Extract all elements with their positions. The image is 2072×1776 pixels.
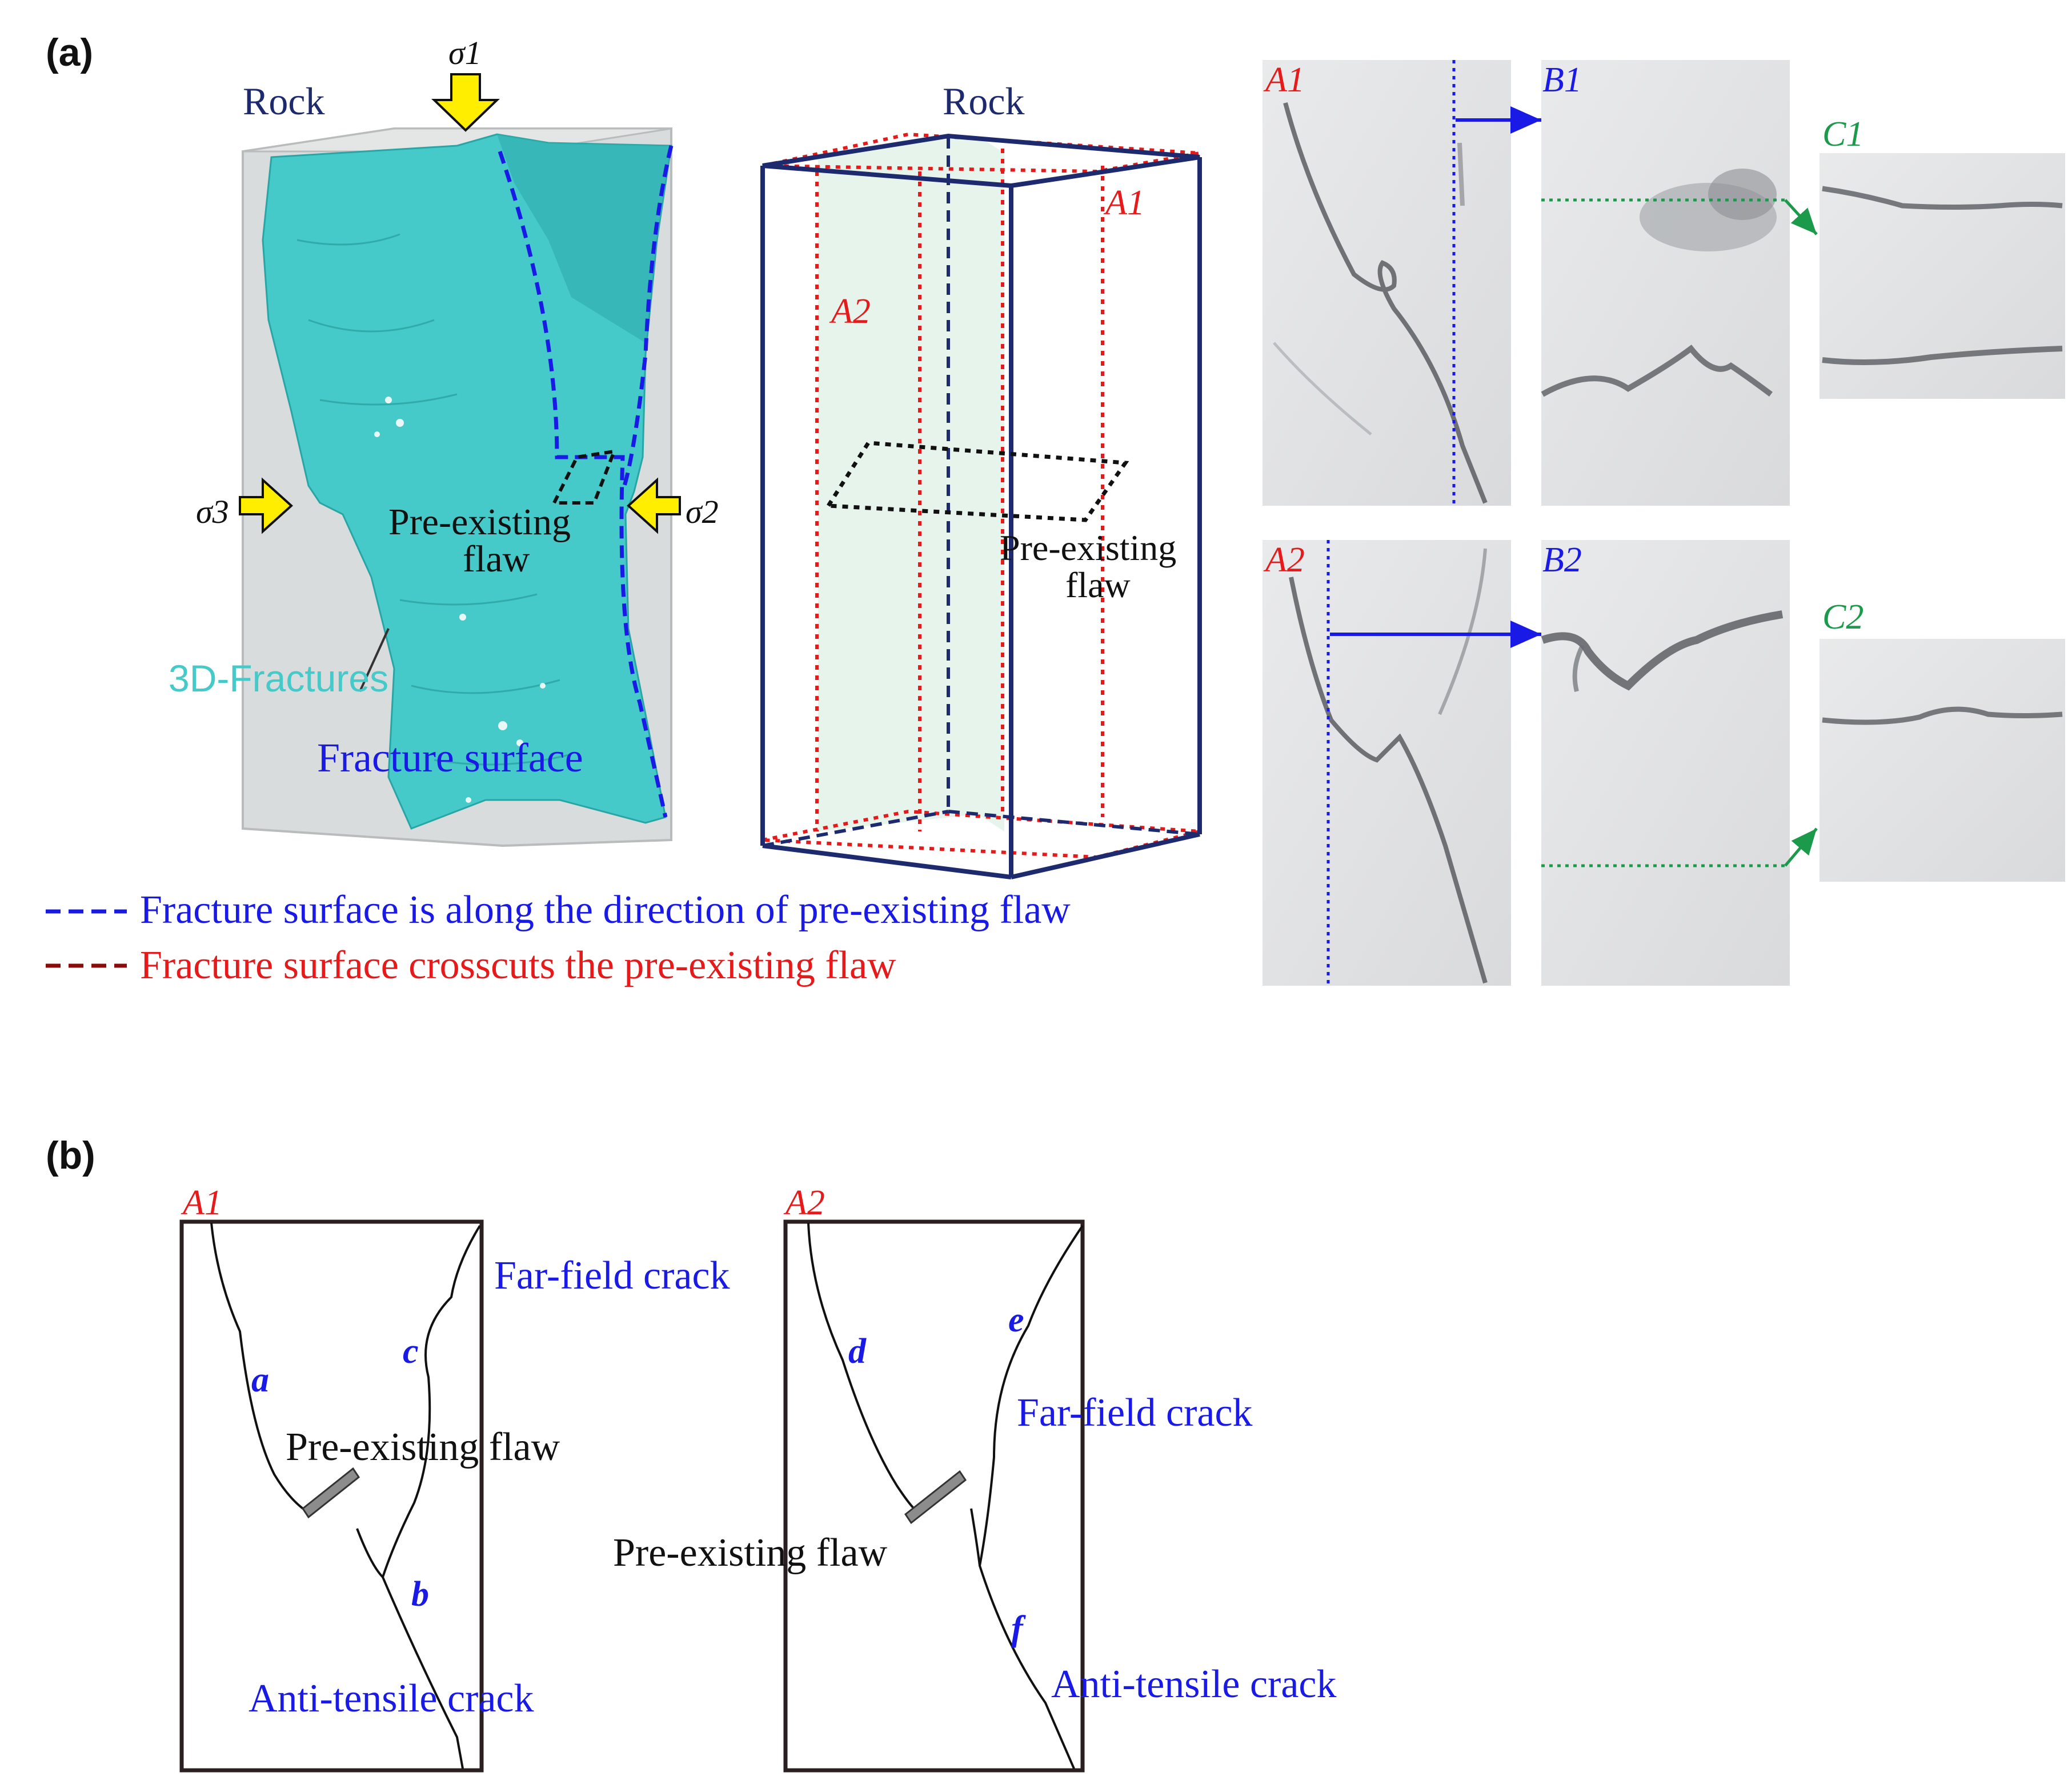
fracture-surface-label: Fracture surface [317, 735, 583, 781]
scan-image-b1 [1541, 60, 1790, 506]
crack-f [970, 1508, 1075, 1769]
crack-d [807, 1222, 915, 1510]
box-flaw-label-line1: Pre-existing [1000, 527, 1176, 568]
crack-d-label: d [848, 1332, 867, 1371]
fractures-3d-label: 3D-Fractures [169, 657, 388, 699]
rock-label-left: Rock [243, 79, 325, 123]
crack-a-label: a [251, 1361, 269, 1399]
box-label-a1: A1 [1103, 183, 1145, 222]
ct-scan-c2: C2 [1819, 598, 2065, 882]
scan-image-a2 [1263, 540, 1511, 986]
fracture-rear-band [497, 134, 671, 343]
legend-blue-text: Fracture surface is along the direction … [140, 888, 1071, 932]
crack-f-label: f [1011, 1609, 1026, 1648]
arrow-b1-to-c1 [1784, 199, 1818, 235]
rock-wireframe-box: Rock A1 A2 Pre-existing flaw [760, 79, 1202, 879]
sigma1-label: σ1 [448, 34, 482, 71]
box-edges [760, 133, 1202, 879]
crack-c [382, 1225, 481, 1578]
rock-label-right: Rock [943, 79, 1025, 123]
schematic-a2-anti-tensile: Anti-tensile crack [1051, 1662, 1337, 1706]
sigma3-arrow [239, 477, 293, 534]
crack-c-label: c [403, 1332, 419, 1371]
crack-e [979, 1225, 1084, 1566]
red-section-planes [762, 132, 1200, 859]
schematic-a1-frame [179, 1219, 484, 1773]
box-label-a2: A2 [829, 292, 871, 331]
sigma1-arrow [431, 73, 500, 132]
crack-b-label: b [411, 1575, 429, 1614]
scan-label-a2: A2 [1263, 541, 1305, 579]
scan-label-b2: B2 [1542, 541, 1582, 579]
flaw-marker-a2 [904, 1470, 967, 1525]
ct-scan-c1: C1 [1819, 115, 2065, 399]
scan-image-b2 [1541, 540, 1790, 986]
schematic-a1-far-field: Far-field crack [494, 1254, 730, 1298]
legend-red-text: Fracture surface crosscuts the pre-exist… [140, 943, 896, 987]
scan-image-c2 [1819, 639, 2065, 882]
scan-label-a1: A1 [1263, 61, 1305, 99]
scan-image-a1 [1263, 60, 1511, 506]
fractures-leader-line [359, 628, 390, 692]
schematic-a1-flaw-label: Pre-existing flaw [286, 1425, 560, 1469]
schematic-a1-corner-label: A1 [181, 1183, 222, 1222]
schematic-a2-far-field: Far-field crack [1017, 1391, 1253, 1435]
flaw-3d-label-line1: Pre-existing [388, 501, 571, 543]
sigma3-label: σ3 [196, 493, 229, 530]
schematic-a2-flaw-label: Pre-existing flaw [613, 1531, 888, 1575]
crack-b [356, 1528, 464, 1769]
legend: Fracture surface is along the direction … [46, 888, 1071, 987]
flaw-3d-label-line2: flaw [463, 538, 530, 580]
flaw-marker-a1 [301, 1467, 360, 1519]
schematic-a2-frame [783, 1219, 1085, 1773]
sigma2-arrow [627, 477, 681, 534]
fracture-edge-right-dashed [620, 145, 674, 493]
fracture-edge-left-dashed [498, 150, 668, 818]
crack-e-label: e [1008, 1301, 1024, 1339]
panel-b-label: (b) [46, 1134, 95, 1177]
ct-scan-b1: B1 [1541, 60, 1818, 506]
flaw-3d-outline [551, 449, 617, 505]
flaw-wireframe [824, 441, 1129, 522]
ct-scan-b2: B2 [1541, 540, 1818, 986]
box-hidden-edges [762, 137, 1200, 847]
scan-label-c1: C1 [1822, 115, 1863, 154]
schematic-a2-corner-label: A2 [783, 1183, 825, 1222]
rock-3d-model: σ1 σ3 σ2 Rock Pre-existing flaw 3D-Fract… [169, 34, 719, 847]
fracture-pits [374, 397, 546, 803]
arrow-b2-to-c2 [1784, 827, 1818, 867]
ct-scan-a1: A1 [1263, 60, 1541, 506]
scan-label-b1: B1 [1542, 61, 1582, 99]
panel-a-label: (a) [46, 31, 93, 74]
ct-scan-a2: A2 [1263, 540, 1541, 986]
sigma2-label: σ2 [686, 493, 719, 530]
schematic-a2: A2 d e f Far-field crack Pre-existing fl… [613, 1183, 1337, 1773]
schematic-a1-anti-tensile: Anti-tensile crack [249, 1677, 534, 1721]
sample-plane [818, 136, 1004, 831]
scan-label-c2: C2 [1822, 598, 1863, 637]
crack-a [210, 1222, 312, 1515]
schematic-a1: A1 Far-field crack a c b Pre-existing fl… [179, 1183, 730, 1773]
box-flaw-label-line2: flaw [1065, 565, 1131, 605]
fracture-texture [296, 233, 572, 766]
